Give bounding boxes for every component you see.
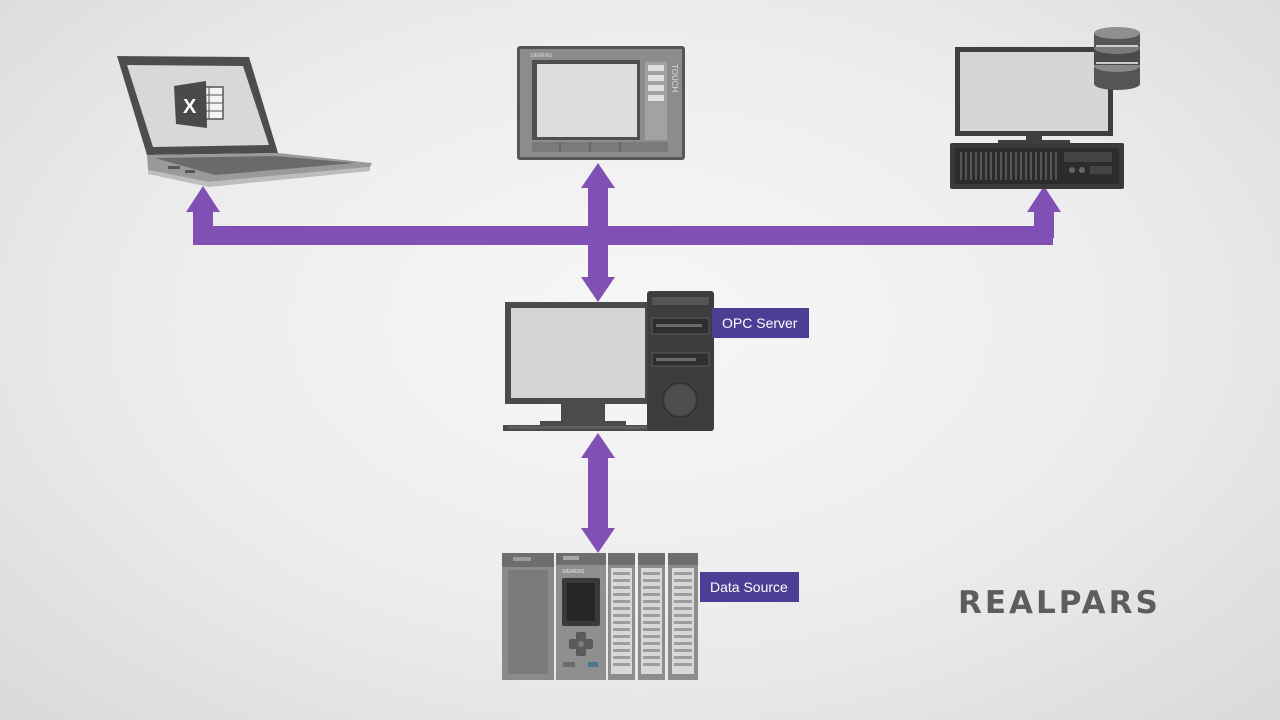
historian-arrow-shaft [1034, 208, 1054, 238]
laptop-excel-icon: X [117, 56, 372, 187]
hmi-touch-label: TOUCH [670, 64, 679, 93]
opc-ds-arrow-shaft [588, 452, 608, 534]
historian-arrow-head [1027, 186, 1061, 212]
svg-text:X: X [183, 96, 197, 118]
opc-bottom-arrow-head [581, 433, 615, 458]
desktop-computer-icon [503, 291, 714, 431]
realpars-logo: REALPARS [958, 585, 1161, 621]
ds-arrow-head [581, 528, 615, 553]
plc-io-module-1 [608, 553, 635, 680]
opc-top-arrow-head [581, 277, 615, 302]
connector-arrows [186, 163, 1061, 553]
data-source-label: Data Source [700, 572, 799, 602]
opc-server-label: OPC Server [712, 308, 809, 338]
hmi-arrow-head [581, 163, 615, 188]
plc-brand-label: SIEMENS [562, 569, 585, 575]
plc-io-module-3 [668, 553, 698, 680]
tower-fan-icon [662, 382, 698, 418]
database-server-icon [950, 27, 1140, 189]
laptop-arrow-shaft [193, 208, 213, 238]
hmi-touch-panel-icon: SIEMENS TOUCH [517, 46, 685, 160]
bus-line [193, 226, 1053, 245]
hmi-opc-arrow-shaft [588, 184, 608, 282]
excel-icon: X [174, 81, 224, 128]
laptop-arrow-head [186, 186, 220, 212]
database-cylinders-icon [1094, 27, 1140, 90]
hmi-brand-label: SIEMENS [530, 53, 553, 59]
plc-icon: SIEMENS [502, 553, 698, 680]
plc-io-module-2 [638, 553, 665, 680]
